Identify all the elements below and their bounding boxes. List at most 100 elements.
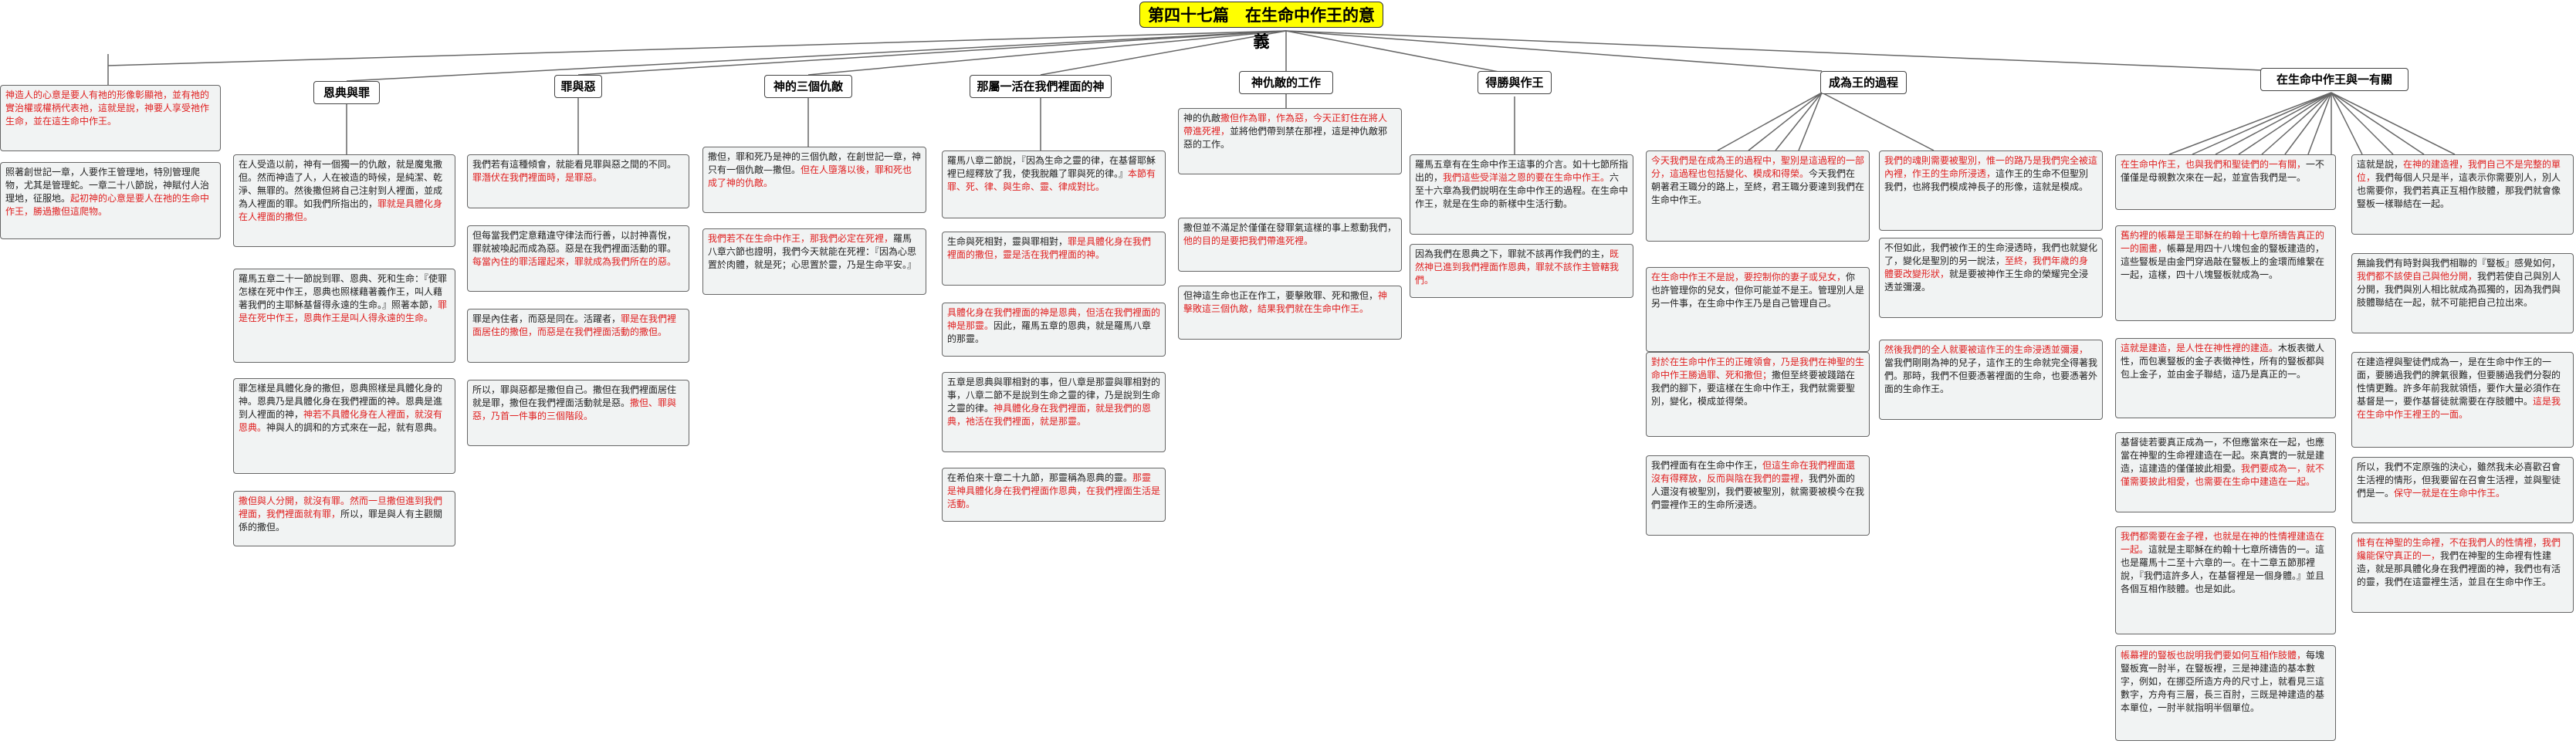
node-text-segment: 神具體化身在我們裡面，就是我們的恩典，祂活在我們裡面，就是那靈。: [947, 403, 1152, 427]
node-text-segment: 神造人的心意是要人有祂的形像彰顯祂，並有祂的實治權或權柄代表祂，這就是說，神要人…: [5, 90, 210, 127]
node-25: 我們裡面有在生命中作王，但這生命在我們裡面還沒有得釋放，反而與陰在我們的靈裡，我…: [1646, 455, 1870, 536]
node-30: 舊約裡的帳幕是王耶穌在約翰十七章所禱告真正的一的圖畫，帳幕是用四十八塊包金的豎板…: [2115, 225, 2336, 321]
node-text-segment: 撒但與人分開，就沒有罪。然而一旦撒但進到我們裡面，我們裡面就有罪，: [239, 495, 443, 519]
node-text-segment: 他的目的是要把我們帶進死裡。: [1183, 235, 1314, 246]
node-8: 罪是內住者，而惡是同在。活躍者，罪是在我們裡面居住的撒但，而惡是在我們裡面活動的…: [467, 309, 689, 363]
node-text-segment: 當我們剛剛為神的兒子，這作王的生命就完全得著我們。那時，我們不但要憑著裡面的生命…: [1884, 357, 2098, 394]
node-text-segment: 基督徒若要真正成為一，不但應當來在一起，也應當在神聖的生命裡建造在一起。來真實的…: [2121, 437, 2325, 474]
node-15: 五章是恩典與罪相對的事，但八章是那靈與罪相對的事，八章二節不是說到生命之靈的律，…: [942, 372, 1166, 452]
node-6: 我們若有這種傾會，就能看見罪與惡之間的不同。罪潛伏在我們裡面時，是罪惡。: [467, 154, 689, 208]
node-text-segment: 但神這生命也正在作工，要擊敗罪、死和撒但，: [1183, 290, 1379, 301]
node-text-segment: 在建造裡與聖徒們成為一，是在生命中作王的一面，要勝過我們的脾氣很難，但要勝過我們…: [2357, 357, 2561, 407]
node-text-segment: 舊約裡的帳幕是王耶穌在約翰十七章所禱告真正的一的圖畫，: [2121, 230, 2325, 254]
branch-overcome-reign: 得勝與作王: [1478, 71, 1552, 94]
node-text-segment: 我們裡面有在生命中作王，: [1651, 460, 1763, 471]
branch-indwelling-god: 那屬一活在我們裡面的神: [970, 75, 1112, 98]
node-text-segment: 在生命中作王，也與我們和聖徒們的一有關，: [2121, 159, 2307, 170]
branch-grace-and-sin: 恩典與罪: [313, 81, 380, 104]
node-text-segment: 羅馬五章有在生命中作王這事的介言。如十七節所指出的，: [1415, 159, 1629, 183]
node-text-segment: 生命與死相對，靈與罪相對，: [947, 236, 1068, 247]
node-text-segment: 撒但作為罪，作為惡，今天正釘住在將人帶進死裡，: [1183, 113, 1388, 137]
branch-sin-and-evil: 罪與惡: [554, 75, 602, 98]
node-text-segment: 羅馬五章二十一節說到罪、恩典、死和生命：『使罪怎樣在死中作王，恩典也照樣藉著義作…: [239, 273, 448, 310]
node-text-segment: 六至十六章為我們說明在生命中作王的過程。在生命中作王，就是在生命的新樣中生活行動…: [1415, 172, 1629, 209]
diagram-title: 第四十七篇 在生命中作王的意義: [1139, 2, 1383, 51]
node-text-segment: 無論我們有時對與我們相聯的『豎板』感覺如何，: [2357, 258, 2561, 269]
node-text-segment: 今天我們在朝著君王職分的路上，至終，君王職分要達到我們在生命中作王。: [1651, 168, 1865, 205]
node-text-segment: 我們這些受洋溢之恩的要在生命中作王。: [1443, 172, 1610, 183]
node-text-segment: 但這生命在我們裡面還沒有得釋放，反而與陰在我們的靈裡，: [1651, 460, 1856, 484]
branch-oneness: 在生命中作王與一有關: [2260, 68, 2408, 91]
branch-three-enemies: 神的三個仇敵: [764, 75, 852, 98]
node-3: 羅馬五章二十一節說到罪、恩典、死和生命：『使罪怎樣在死中作王，恩典也照樣藉著義作…: [233, 269, 455, 363]
node-20: 羅馬五章有在生命中作王這事的介言。如十七節所指出的，我們這些受洋溢之恩的要在生命…: [1410, 154, 1633, 235]
node-0: 神造人的心意是要人有祂的形像彰顯祂，並有祂的實治權或權柄代表祂，這就是說，神要人…: [0, 85, 221, 151]
node-24: 對於在生命中作王的正確領會，乃是我們在神聖的生命中作王勝過罪、死和撒但；撒但至終…: [1646, 352, 1870, 437]
node-text-segment: 今天我們是在成為王的過程中，聖別是這過程的一部分，這過程也包括變化、模成和得榮。: [1651, 155, 1865, 179]
node-1: 照著創世記一章，人要作王管理地，特別管理爬物，尤其是管理蛇。一章二十八節說，神賦…: [0, 162, 221, 239]
node-16: 在希伯來十章二十九節，那靈稱為恩典的靈。那靈是神具體化身在我們裡面作恩典，在我們…: [942, 468, 1166, 522]
node-text-segment: 因此，羅馬五章的恩典，就是羅馬八章的那靈。: [947, 320, 1152, 344]
node-text-segment: 罪是內住者，而惡是同在。活躍者，: [472, 313, 621, 324]
node-text-segment: 罪就是具體化身在人裡面的撒但。: [239, 198, 443, 222]
node-text-segment: 我們要成為一，就不僅需要披此相愛，也需要在生命中建造在一起。: [2121, 463, 2325, 487]
node-14: 具體化身在我們裡面的神是恩典，但活在我們裡面的神是那靈。因此，羅馬五章的恩典，就…: [942, 303, 1166, 357]
node-21: 因為我們在恩典之下，罪就不該再作我們的主，既然神已進到我們裡面作恩典，罪就不該作…: [1410, 244, 1633, 298]
node-text-segment: 帳幕裡的豎板也說明我們要如何互相作肢體，: [2121, 650, 2307, 661]
node-text-segment: 因為我們在恩典之下，罪就不該再作我們的主，: [1415, 249, 1610, 259]
node-text-segment: 羅馬八章二節說，『因為生命之靈的律，在基督耶穌裡已經釋放了我，使我脫離了罪與死的…: [947, 155, 1156, 179]
node-text-segment: 我們若使自己與別人分開，我們與別人相比就成為孤獨的，因為我們與肢體聯結在一起，就…: [2357, 271, 2561, 308]
node-text-segment: 在人受造以前，神有一個獨一的仇敵，就是魔鬼撒但。然而神造了人，人在被造的時候，是…: [239, 159, 443, 209]
node-text-segment: 不但如此，我們被作王的生命浸透時，我們也就變化了，變化是聖別的另一說法，: [1884, 242, 2098, 266]
node-28: 然後我們的全人就要被這作王的生命浸透並彌漫，當我們剛剛為神的兒子，這作王的生命就…: [1879, 340, 2103, 420]
node-text-segment: 那靈是神具體化身在我們裡面作恩典，在我們裡面生活是活動。: [947, 472, 1161, 509]
node-5: 撒但與人分開，就沒有罪。然而一旦撒但進到我們裡面，我們裡面就有罪，所以，罪是與人…: [233, 491, 455, 546]
node-text-segment: 罪是具體化身在我們裡面的撒但，靈是活在我們裡面的神。: [947, 236, 1152, 260]
node-7: 但每當我們定意藉違守律法而行善，以討神喜悅，罪就被喚起而成為惡。惡是在我們裡面活…: [467, 225, 689, 292]
node-text-segment: 這就是建造，是人性在神性裡的建造。: [2121, 343, 2279, 353]
node-text-segment: 罪怎樣是具體化身的撒但，恩典照樣是具體化身的神。恩典乃是具體化身在我們裡面的神。…: [239, 383, 443, 420]
node-35: 這就是說，在神的建造裡，我們自己不是完整的單位，我們每個人只是半，這表示你需要別…: [2351, 154, 2574, 235]
node-text-segment: 所以，我們不定原強的決心，雖然我未必喜歡召會生活裡的情形，但我要留在召會生活裡，…: [2357, 462, 2561, 499]
node-text-segment: 神與人的調和的方式來在一起，就有恩典。: [266, 422, 443, 433]
node-text-segment: 對於在生命中作王的正確領會，乃是我們在神聖的生命中作王勝過罪、死和撒但；: [1651, 357, 1865, 380]
node-text-segment: 神若不具體化身在人裡面，就沒有恩典。: [239, 409, 443, 433]
node-26: 我們的魂則需要被聖別，惟一的路乃是我們完全被這內裡，作王的生命所浸透，這作王的生…: [1879, 150, 2103, 231]
branch-process-king: 成為王的過程: [1820, 71, 1907, 94]
node-text-segment: 我們若不在生命中作王，那我們必定在死裡，: [708, 233, 894, 244]
node-text-segment: 我們的魂則需要被聖別，惟一的路乃是我們完全被這內裡，作王的生命所浸透，: [1884, 155, 2098, 179]
node-text-segment: 這就是主耶穌在約翰十七章所禱告的一。這也是羅馬十二至十六章的一。在十二章五節那裡…: [2121, 544, 2325, 594]
node-11: 我們若不在生命中作王，那我們必定在死裡，羅馬八章六節也證明，我們今天就能在死裡：…: [702, 228, 926, 295]
node-text-segment: 我們都需要在金子裡，也就是在神的性情裡建造在一起。: [2121, 531, 2325, 555]
node-text-segment: 我們都不該使自己與他分開，: [2357, 271, 2478, 282]
node-text-segment: 罪是在死中作王，恩典作王是叫人得永遠的生命。: [239, 299, 448, 323]
node-text-segment: 我們外面的人還沒有被聖別，我們要被聖別，就需要被模今在我們靈裡作王的生命所浸透。: [1651, 473, 1865, 510]
node-text-segment: 在神的建造裡，我們自己不是完整的單位，: [2357, 159, 2561, 183]
node-text-segment: 照著創世記一章，人要作王管理地，特別管理爬物，尤其是管理蛇。一章二十八節說，神賦…: [5, 167, 210, 204]
node-text-segment: 罪潛伏在我們裡面時，是罪惡。: [472, 172, 603, 183]
node-text-segment: 但每當我們定意藉違守律法而行善，以討神喜悅，罪就被喚起而成為惡。惡是在我們裡面活…: [472, 230, 677, 254]
node-text-segment: 既然神已進到我們裡面作恩典，罪就不該作主管轄我們。: [1415, 249, 1620, 286]
node-text-segment: 罪是在我們裡面居住的撒但，而惡是在我們裡面活動的撒但。: [472, 313, 677, 337]
node-13: 生命與死相對，靈與罪相對，罪是具體化身在我們裡面的撒但，靈是活在我們裡面的神。: [942, 232, 1166, 286]
node-9: 所以，罪與惡都是撒但自己。撒但在我們裡面居住就是罪，撒但在我們裡面活動就是惡。撒…: [467, 380, 689, 446]
node-text-segment: 但在人墮落以後，罪和死也成了神的仇敵。: [708, 164, 912, 188]
node-31: 這就是建造，是人性在神性裡的建造。木板表徵人性，而包裹豎板的金子表徵神性，所有的…: [2115, 338, 2336, 418]
node-2: 在人受造以前，神有一個獨一的仇敵，就是魔鬼撒但。然而神造了人，人在被造的時候，是…: [233, 154, 455, 247]
node-18: 撒但並不滿足於僅僅在發罪氣這樣的事上惹動我們， 他的目的是要把我們帶進死裡。: [1178, 218, 1402, 272]
node-text-segment: 保守一就是在生命中作王。: [2394, 488, 2506, 499]
node-text-segment: 我們每個人只是半，這表示你需要別人，別人也需要你，我們若真正互相作肢體，那我們就…: [2357, 172, 2561, 209]
node-22: 今天我們是在成為王的過程中，聖別是這過程的一部分，這過程也包括變化、模成和得榮。…: [1646, 150, 1870, 242]
node-text-segment: 我們在神聖的生命裡有性建造，就是那具體化身在我們裡面的神，我們也有活的靈，我們在…: [2357, 550, 2561, 587]
node-text-segment: 撒但並不滿足於僅僅在發罪氣這樣的事上惹動我們，: [1183, 222, 1397, 233]
node-text-segment: 一不僅僅是母親數次來在一起，並宣告我們是一。: [2121, 159, 2325, 183]
node-17: 神的仇敵撒但作為罪，作為惡，今天正釘住在將人帶進死裡，並將他們帶到禁在那裡，這是…: [1178, 108, 1402, 174]
node-4: 罪怎樣是具體化身的撒但，恩典照樣是具體化身的神。恩典乃是具體化身在我們裡面的神。…: [233, 378, 455, 474]
node-19: 但神這生命也正在作工，要擊敗罪、死和撒但，神擊敗這三個仇敵，結果我們就在生命中作…: [1178, 286, 1402, 340]
node-34: 帳幕裡的豎板也說明我們要如何互相作肢體，每塊豎板寬一肘半，在豎板裡，三是神建造的…: [2115, 645, 2336, 741]
node-text-segment: 在希伯來十章二十九節，那靈稱為恩典的靈。: [947, 472, 1133, 483]
node-text-segment: 本節有罪、死、律、與生命、靈、律成對比。: [947, 168, 1156, 192]
node-text-segment: 帳幕是用四十八塊包金的豎板建造的，這些豎板是由金門穿過敲在豎板上的金環而維繫在一…: [2121, 243, 2325, 280]
node-10: 撒但，罪和死乃是神的三個仇敵，在創世記一章，神只有一個仇敵—撒但。但在人墮落以後…: [702, 147, 926, 213]
